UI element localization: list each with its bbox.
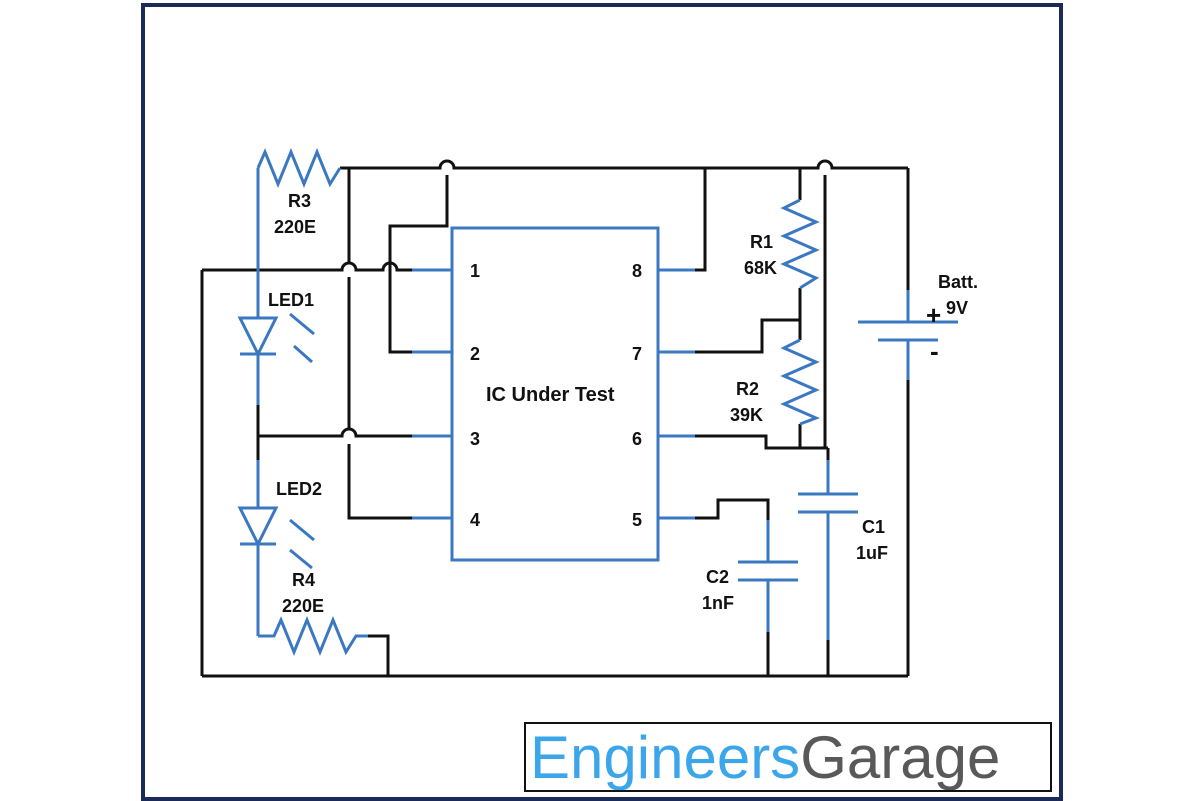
wires <box>200 159 910 678</box>
r4-value: 220E <box>282 596 324 616</box>
ic-left-pins <box>412 268 452 520</box>
logo-text: EngineersGarage <box>530 724 1001 791</box>
pin-4-label: 4 <box>470 510 480 530</box>
r3-value: 220E <box>274 217 316 237</box>
components <box>237 148 958 656</box>
battery-plus-sign: + <box>926 300 941 330</box>
wire-pin2-to-top <box>388 175 449 354</box>
pin-6-label: 6 <box>632 429 642 449</box>
r1-resistor <box>780 198 820 290</box>
c2-value: 1nF <box>702 593 734 613</box>
pin-2-label: 2 <box>470 344 480 364</box>
r3-name: R3 <box>288 191 311 211</box>
led1-label: LED1 <box>268 290 314 310</box>
pin-5-label: 5 <box>632 510 642 530</box>
battery-symbol <box>858 290 958 380</box>
c2-capacitor <box>738 520 798 632</box>
wire-pin5 <box>695 498 770 520</box>
ic-body <box>450 226 660 562</box>
wire-pin3 <box>258 427 412 438</box>
pin-1-label: 1 <box>470 261 480 281</box>
led2-diode <box>237 506 279 548</box>
r2-resistor <box>780 338 820 426</box>
c1-value: 1uF <box>856 543 888 563</box>
r2-name: R2 <box>736 379 759 399</box>
wire-pin7 <box>695 288 802 354</box>
r4-resistor <box>258 616 368 656</box>
diagram-frame <box>141 3 1063 801</box>
c1-capacitor <box>798 460 858 640</box>
pin-7-label: 7 <box>632 344 642 364</box>
wire-pin4-to-top <box>347 168 412 520</box>
r2-value: 39K <box>730 405 763 425</box>
battery-name: Batt. <box>938 272 978 292</box>
pin-3-label: 3 <box>470 429 480 449</box>
r4-name: R4 <box>292 570 315 590</box>
led2-label: LED2 <box>276 479 322 499</box>
battery-voltage: 9V <box>946 298 968 318</box>
logo-part-garage: Garage <box>800 724 1001 791</box>
wire-top-rail <box>340 159 908 170</box>
engineers-garage-logo: EngineersGarage <box>524 722 1052 792</box>
r3-resistor <box>256 148 342 188</box>
wire-r4-to-ground <box>368 634 390 676</box>
battery-minus-sign: - <box>930 336 939 366</box>
led1-diode <box>237 316 279 358</box>
logo-part-engineers: Engineers <box>530 724 801 791</box>
wire-pin1 <box>202 261 412 272</box>
wire-pin6 <box>695 424 802 450</box>
c2-name: C2 <box>706 567 729 587</box>
led2-light-arrows <box>289 518 315 570</box>
r1-name: R1 <box>750 232 773 252</box>
pin-8-label: 8 <box>632 261 642 281</box>
led1-light-arrows <box>289 312 315 364</box>
ic-right-pins <box>658 268 695 520</box>
ic-title: IC Under Test <box>486 384 615 406</box>
c1-name: C1 <box>862 517 885 537</box>
r1-value: 68K <box>744 258 777 278</box>
wire-pin8-to-top <box>695 168 707 272</box>
